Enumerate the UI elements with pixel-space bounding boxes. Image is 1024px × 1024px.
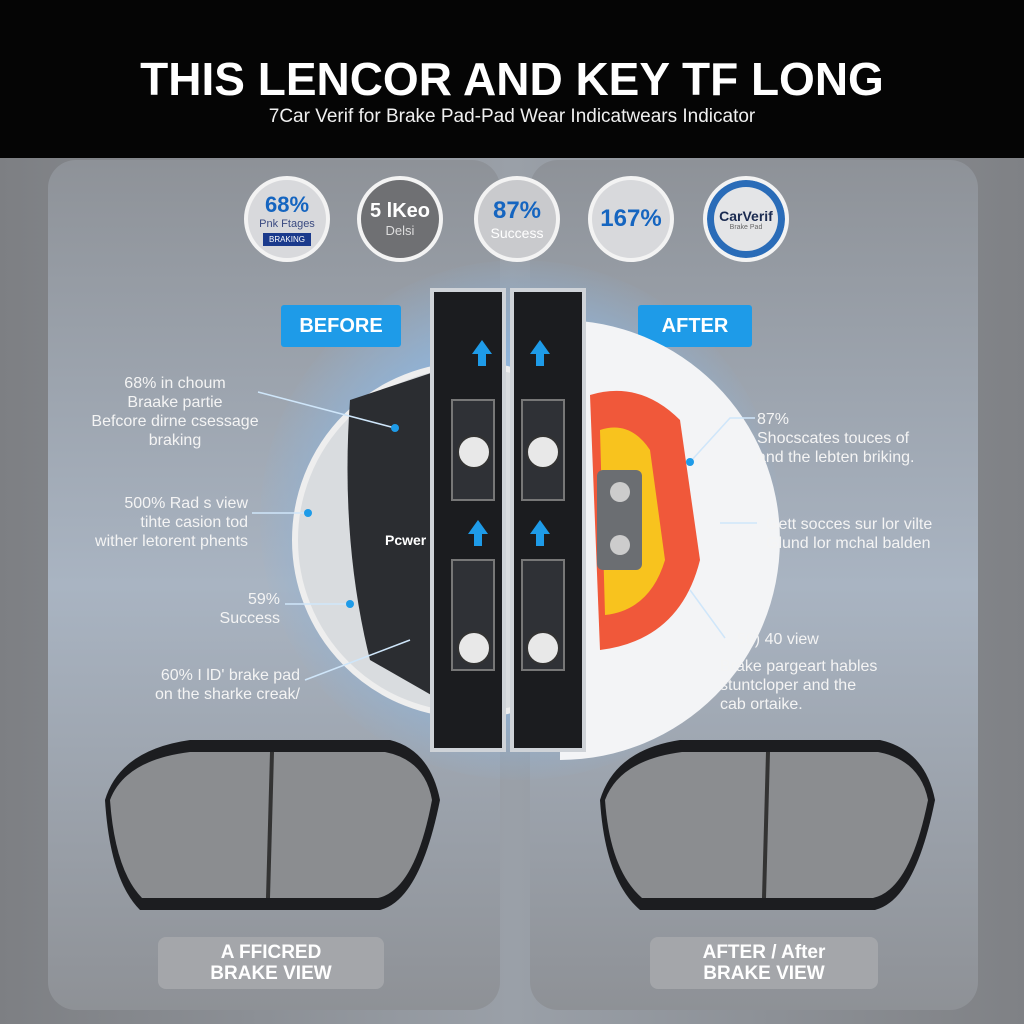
stat-badge-1: 68% Pnk Ftages BRAKING	[244, 176, 330, 262]
after-footer-label: AFTER / After BRAKE VIEW	[650, 937, 878, 989]
badge-sub: Success	[490, 225, 544, 241]
caliper-left	[347, 370, 440, 700]
badge-value: 68%	[264, 192, 310, 217]
piston-housing	[597, 470, 642, 570]
badge-sub: Brake Pad	[729, 223, 763, 231]
badge-value: 87%	[492, 197, 542, 224]
badge-sub: Delsi	[385, 223, 415, 238]
stat-badge-2: 5 lKeo Delsi	[357, 176, 443, 262]
header: THIS LENCOR AND KEY TF LONG 7Car Verif f…	[0, 0, 1024, 158]
page-subtitle: 7Car Verif for Brake Pad-Pad Wear Indica…	[268, 106, 756, 127]
badge-value: 5 lKeo	[369, 200, 431, 222]
before-note-4: 60% I lD' brake pad on the sharke creak/	[155, 667, 300, 703]
stat-badge-4: 167%	[588, 176, 674, 262]
after-tag: AFTER	[638, 305, 752, 347]
after-note-4: Brake pargeart hables stuntcloper and th…	[720, 658, 878, 713]
after-note-1: 87% Shocscates touces of and the lebten …	[757, 411, 915, 466]
after-note-3: 56) 40 view	[737, 631, 819, 648]
before-footer-label: A FFICRED BRAKE VIEW	[158, 937, 384, 989]
carverif-logo-badge: CarVerif Brake Pad	[703, 176, 789, 262]
page-title: THIS LENCOR AND KEY TF LONG	[140, 53, 884, 105]
before-note-1: 68% in choum Braake partie Befcore dirne…	[91, 375, 259, 449]
bolt-icon	[610, 482, 630, 502]
badge-value: CarVerif	[719, 207, 773, 224]
before-tag: BEFORE	[281, 305, 401, 347]
badge-sub: Pnk Ftages	[259, 218, 315, 230]
stat-badge-3: 87% Success	[474, 176, 560, 262]
badge-ribbon: BRAKING	[262, 233, 311, 246]
bolt-icon	[610, 535, 630, 555]
pad-stack-before	[430, 288, 506, 752]
before-note-2: 500% Rad s view tihte casion tod wither …	[95, 495, 248, 550]
after-note-2: Gett socces sur lor vilte Glund lor mcha…	[766, 516, 933, 552]
badge-value: 167%	[600, 205, 662, 232]
before-note-3: 59% Success	[219, 591, 280, 627]
caliper-label: Pcwer	[385, 532, 427, 548]
pad-stack-after	[510, 288, 586, 752]
